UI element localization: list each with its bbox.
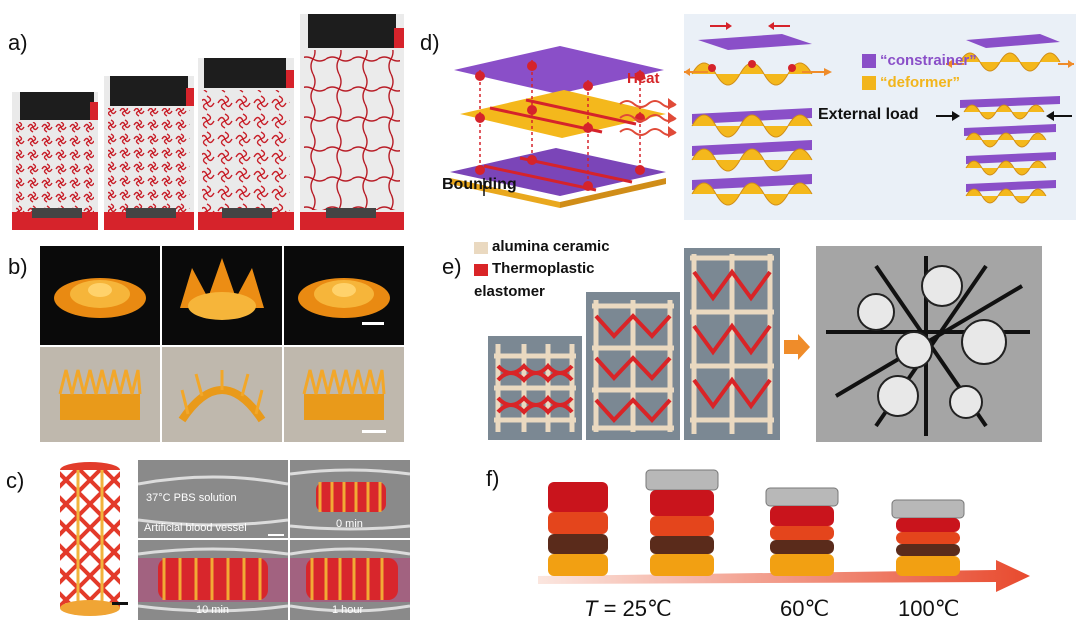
panel-c-label: c) [6, 468, 25, 493]
panel-e-label: e) [442, 254, 462, 279]
flower-and-lattice-images [40, 246, 404, 442]
bounding-label: Bounding [442, 176, 517, 193]
legend-swatch [474, 242, 488, 254]
time-label: 0 min [336, 518, 363, 530]
temperature-label-25: T = 25℃ [584, 596, 672, 622]
heat-waves-icon [619, 98, 677, 138]
vessel-image [138, 540, 288, 620]
lattice-image [12, 92, 98, 230]
panel-c-vessel-photo-1: 37°C PBS solution Artificial blood vesse… [138, 460, 288, 538]
time-label: 1 hour [332, 604, 364, 616]
panel-b-photo-grid [40, 246, 404, 442]
stent-image [60, 462, 120, 616]
panel-a-photo-1 [12, 92, 98, 230]
panel-a-label: a) [8, 30, 28, 55]
temperature-variable: T [584, 596, 598, 621]
lattice-image [300, 14, 404, 230]
legend-constrainer: “constrainer” [880, 52, 977, 69]
vessel-image [290, 540, 410, 620]
scale-bar [112, 602, 128, 605]
right-arrow-icon [784, 334, 810, 360]
panel-c-stent-photo [42, 456, 138, 624]
lattice-image [586, 292, 680, 440]
panel-c-vessel-photo-2: 0 min [290, 460, 410, 538]
temperature-label-100: 100℃ [898, 596, 960, 621]
scale-bar [268, 534, 284, 536]
lattice-image [104, 76, 194, 230]
legend-deformer: “deformer” [880, 74, 961, 91]
panel-f-label: f) [486, 466, 500, 491]
panel-c-vessel-photo-3: 10 min [138, 540, 288, 620]
panel-e-photo-2 [586, 292, 680, 440]
legend-alumina: alumina ceramic [492, 238, 610, 255]
temperature-label-60: 60℃ [780, 596, 830, 621]
panel-b-label: b) [8, 254, 28, 279]
panel-e-photo-3 [684, 248, 780, 440]
legend-thermoplastic: Thermoplastic [492, 260, 595, 277]
panel-e-photo-1 [488, 336, 582, 440]
external-load-label: External load [818, 106, 919, 123]
temperature-value: = 25℃ [597, 596, 672, 621]
heat-label: Heat [627, 70, 660, 87]
artificial-vessel-text: Artificial blood vessel [144, 522, 247, 534]
pbs-solution-text: 37°C PBS solution [146, 492, 237, 504]
lattice-image [684, 248, 780, 440]
vessel-image [138, 460, 288, 538]
panel-a-photo-2 [104, 76, 194, 230]
panel-a-photo-4 [300, 14, 404, 230]
legend-swatch [862, 54, 876, 68]
scale-bar [362, 430, 386, 433]
lattice-image [488, 336, 582, 440]
lattice-image [198, 58, 294, 230]
panel-c-vessel-photo-4: 1 hour [290, 540, 410, 620]
panel-f-photo [530, 460, 1030, 592]
3d-lattice-image [816, 246, 1042, 442]
panel-d-background: “constrainer” “deformer” External load [684, 14, 1076, 220]
legend-swatch [474, 264, 488, 276]
vessel-image [290, 460, 410, 538]
legend-elastomer: elastomer [474, 283, 545, 300]
time-label: 10 min [196, 604, 230, 616]
panel-a-photo-3 [198, 58, 294, 230]
stacked-lattice-samples [538, 469, 1030, 592]
corrugated-structures-diagram [684, 22, 1074, 206]
panel-d-label: d) [420, 30, 440, 55]
panel-e-assembled-photo [816, 246, 1042, 442]
corrugated-layer [691, 62, 813, 206]
legend-swatch [862, 76, 876, 90]
scale-bar [362, 322, 384, 325]
